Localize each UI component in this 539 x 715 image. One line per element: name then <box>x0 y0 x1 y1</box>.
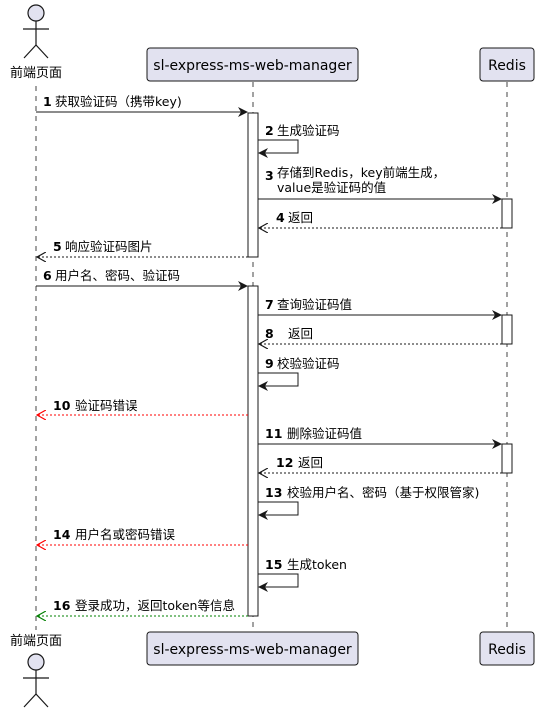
msg-3-label-line2: value是验证码的值 <box>277 180 386 195</box>
participant-redis-bottom-label: Redis <box>488 642 526 658</box>
msg-16-label: 登录成功，返回token等信息 <box>75 598 235 613</box>
msg-14-num: 14 <box>53 527 71 542</box>
participant-manager-top: sl-express-ms-web-manager <box>146 47 359 82</box>
msg-1-label: 获取验证码（携带key) <box>55 94 182 109</box>
msg-9-label: 校验验证码 <box>277 356 340 371</box>
msg-3-label: 存储到Redis，key前端生成， <box>277 165 445 180</box>
participant-redis-bottom: Redis <box>479 631 535 666</box>
actor-frontend-bottom-label: 前端页面 <box>10 633 62 649</box>
msg-4-num: 4 <box>276 210 285 225</box>
msg-10-num: 10 <box>53 398 71 413</box>
activation-manager-1 <box>247 112 259 258</box>
msg-11-num: 11 <box>265 426 282 441</box>
msg-5-label: 响应验证码图片 <box>65 239 153 254</box>
msg-9-num: 9 <box>265 356 274 371</box>
arrow-15 <box>258 573 299 592</box>
participant-manager-top-label: sl-express-ms-web-manager <box>153 58 352 74</box>
actor-frontend-bottom <box>23 653 49 708</box>
msg-12-label: 返回 <box>298 455 323 470</box>
msg-6-num: 6 <box>43 268 52 283</box>
msg-2-num: 2 <box>265 123 274 138</box>
actor-frontend-top <box>23 4 49 59</box>
activation-redis-1 <box>501 198 513 229</box>
arrow-2 <box>258 139 299 158</box>
arrow-13 <box>258 501 299 520</box>
msg-4-label: 返回 <box>288 210 313 225</box>
msg-11-label: 删除验证码值 <box>287 426 362 441</box>
msg-1-num: 1 <box>43 94 52 109</box>
msg-15-num: 15 <box>265 557 282 572</box>
msg-2-label: 生成验证码 <box>277 123 340 138</box>
msg-15-label: 生成token <box>287 557 347 572</box>
msg-10-label: 验证码错误 <box>75 398 138 413</box>
activation-redis-2 <box>501 314 513 345</box>
participant-redis-top: Redis <box>479 47 535 82</box>
msg-5-num: 5 <box>53 239 62 254</box>
msg-7-num: 7 <box>265 297 274 312</box>
msg-3-num: 3 <box>265 168 274 183</box>
activation-redis-3 <box>501 443 513 474</box>
msg-13-num: 13 <box>265 485 282 500</box>
participant-manager-bottom: sl-express-ms-web-manager <box>146 631 359 666</box>
participant-manager-bottom-label: sl-express-ms-web-manager <box>153 642 352 658</box>
msg-13-label: 校验用户名、密码（基于权限管家) <box>287 485 479 500</box>
activation-manager-2 <box>247 285 259 617</box>
msg-8-num: 8 <box>265 326 274 341</box>
msg-16-num: 16 <box>53 598 71 613</box>
actor-frontend-top-label: 前端页面 <box>10 65 62 81</box>
msg-12-num: 12 <box>276 455 293 470</box>
msg-6-label: 用户名、密码、验证码 <box>55 268 180 283</box>
msg-8-label: 返回 <box>288 326 313 341</box>
participant-redis-top-label: Redis <box>488 58 526 74</box>
arrow-9 <box>258 372 299 391</box>
msg-14-label: 用户名或密码错误 <box>75 527 176 542</box>
msg-7-label: 查询验证码值 <box>277 297 352 312</box>
